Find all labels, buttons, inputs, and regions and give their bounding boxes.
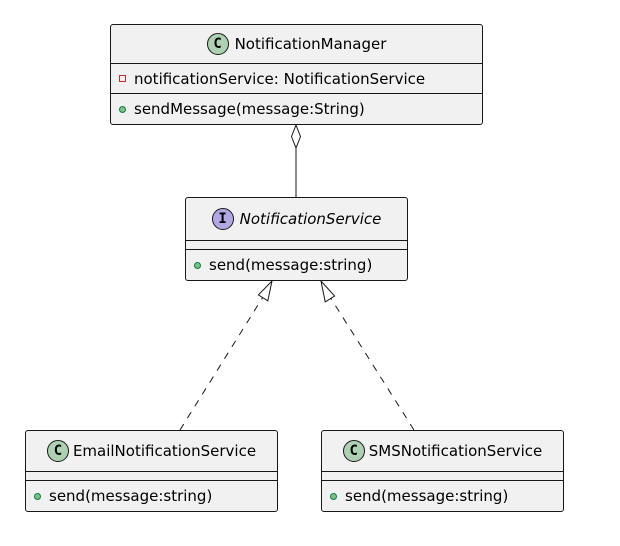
field-section: notificationService: NotificationService xyxy=(111,64,482,94)
class-c-icon: C xyxy=(206,33,229,55)
class-name: NotificationManager xyxy=(234,35,387,53)
class-email-notification-service[interactable]: C EmailNotificationService send(message:… xyxy=(25,430,278,512)
email-realization-line xyxy=(179,296,264,431)
interface-name: NotificationService xyxy=(239,210,382,228)
sms-realization-line xyxy=(329,296,415,431)
aggregation-diamond xyxy=(290,123,302,150)
class-c-icon: C xyxy=(342,440,365,462)
email-realization-arrowhead xyxy=(257,279,273,302)
class-header: C SMSNotificationService xyxy=(322,431,563,472)
method-section: sendMessage(message:String) xyxy=(111,94,482,124)
method-section: send(message:string) xyxy=(26,481,277,511)
public-dot-icon xyxy=(34,492,41,500)
field-text: notificationService: NotificationService xyxy=(134,69,426,88)
class-header: C EmailNotificationService xyxy=(26,431,277,472)
method-section: send(message:string) xyxy=(322,481,563,511)
public-dot-icon xyxy=(330,492,337,500)
method-section: send(message:string) xyxy=(186,250,407,280)
method-text: sendMessage(message:String) xyxy=(134,100,365,118)
method-text: send(message:string) xyxy=(345,487,509,505)
field-section xyxy=(186,241,407,250)
public-dot-icon xyxy=(119,105,126,113)
interface-notification-service[interactable]: I NotificationService send(message:strin… xyxy=(185,197,408,281)
method-text: send(message:string) xyxy=(49,487,213,505)
public-dot-icon xyxy=(194,261,201,269)
sms-realization-arrowhead xyxy=(320,279,336,303)
class-c-icon: C xyxy=(46,440,69,462)
class-header: C NotificationManager xyxy=(111,25,482,64)
class-name: EmailNotificationService xyxy=(72,442,257,460)
interface-i-icon: I xyxy=(211,208,234,230)
class-notification-manager[interactable]: C NotificationManager notificationServic… xyxy=(110,24,483,125)
method-text: send(message:string) xyxy=(209,256,373,274)
class-header: I NotificationService xyxy=(186,198,407,241)
private-square-icon xyxy=(119,75,126,82)
field-section xyxy=(322,472,563,481)
class-sms-notification-service[interactable]: C SMSNotificationService send(message:st… xyxy=(321,430,564,512)
class-name: SMSNotificationService xyxy=(368,442,543,460)
field-section xyxy=(26,472,277,481)
